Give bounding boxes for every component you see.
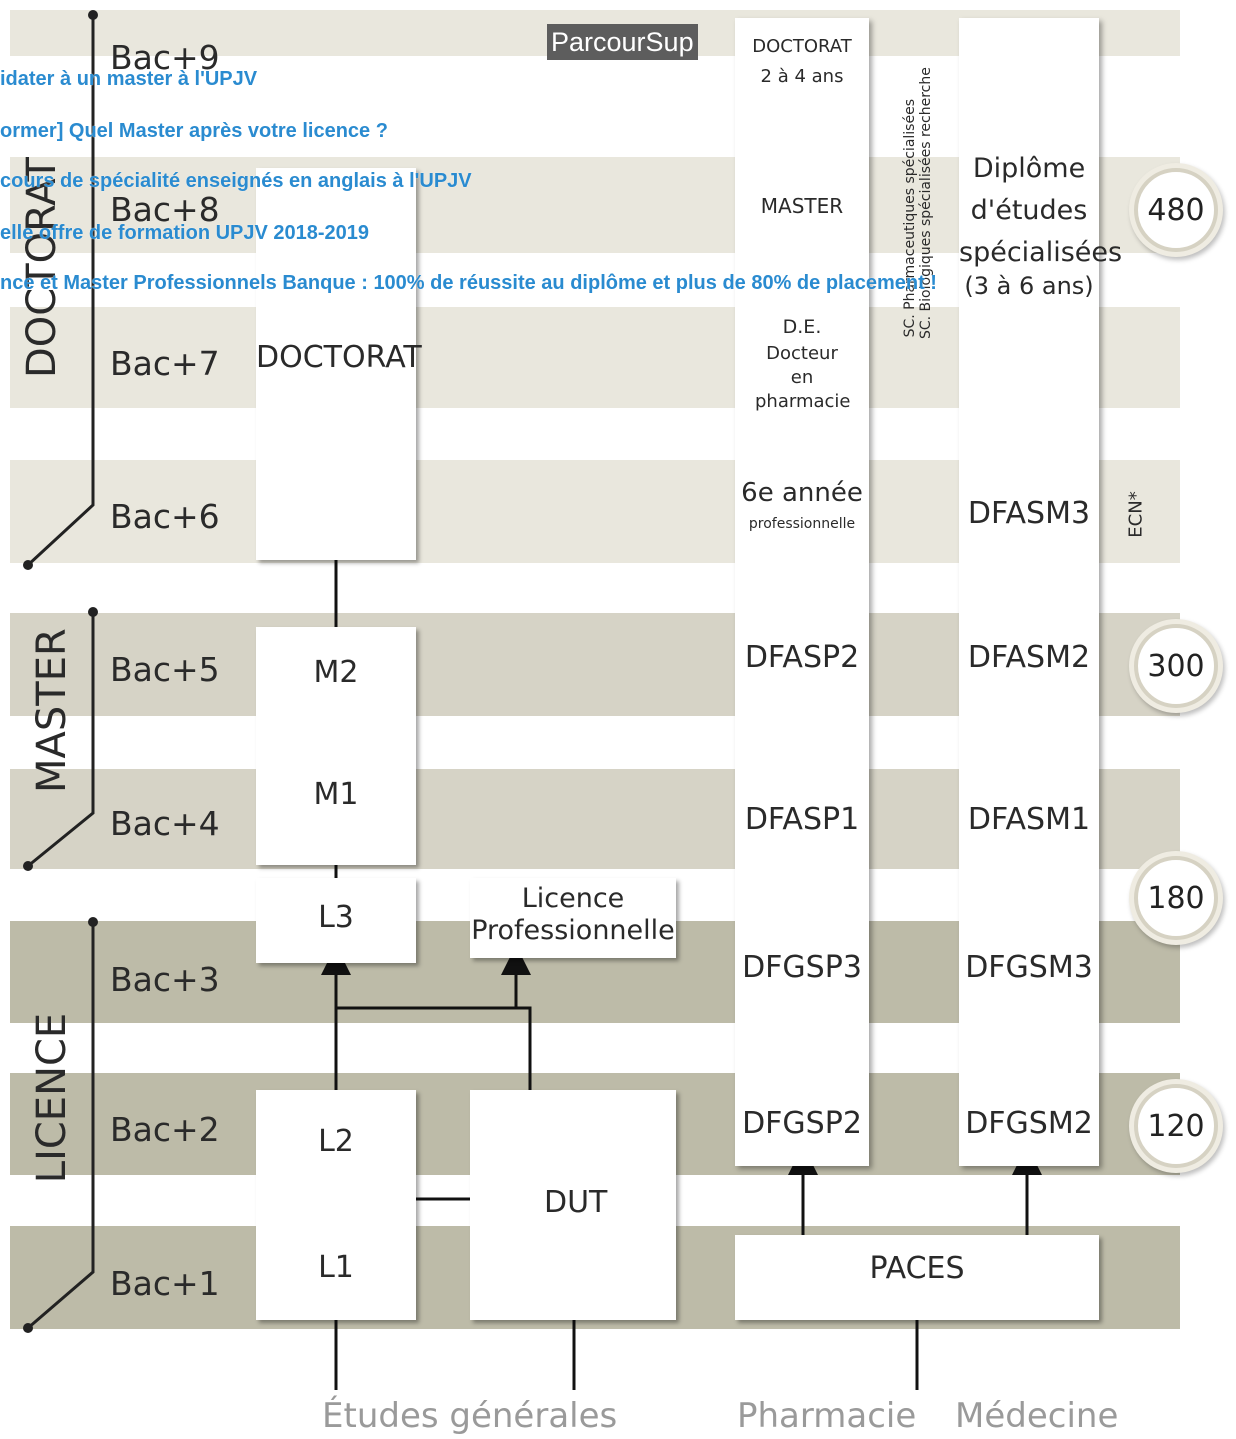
general-doctorat-label: DOCTORAT [256, 340, 422, 375]
announcement-link[interactable]: cours de spécialité enseignés en anglais… [0, 170, 472, 192]
pharma-doctorat-duration: 2 à 4 ans [760, 66, 844, 87]
des-label: Diplôme d'études spécialisées [959, 153, 1123, 268]
pharma-master-label: MASTER [760, 194, 844, 218]
pharma-side-1: SC. Pharmaceutiques spécialisées [902, 99, 918, 338]
l2-label: L2 [318, 1124, 354, 1159]
announcement-link[interactable]: elle offre de formation UPJV 2018-2019 [0, 222, 370, 244]
credits-480-badge: 480 [1134, 168, 1218, 252]
dfasm1-label: DFASM1 [967, 802, 1091, 837]
pharma-de-sub: Docteur en pharmacie [755, 343, 851, 412]
parcoursup-badge[interactable]: ParcourSup [547, 24, 698, 60]
medecine-column: Diplôme d'études spécialisées (3 à 6 ans… [959, 18, 1123, 1166]
general-doctorat-box: DOCTORAT [256, 168, 422, 560]
dfgsm2-label: DFGSM2 [965, 1106, 1093, 1141]
licence-bracket [27, 922, 95, 1330]
pharmacie-column: DOCTORAT 2 à 4 ans MASTER D.E. Docteur e… [735, 18, 869, 1166]
credits-120-badge: 120 [1134, 1084, 1218, 1168]
dfasp1-label: DFASP1 [744, 802, 860, 837]
level-bac5: Bac+5 [110, 650, 220, 689]
dfasm3-label: DFASM3 [967, 496, 1091, 531]
pharma-side-2: SC. Biologiques spécialisées recherche [918, 67, 934, 339]
credits-300-badge: 300 [1134, 624, 1218, 708]
paces-box: PACES [735, 1235, 1099, 1320]
l1-l2-box: L2 L1 [256, 1090, 416, 1320]
m2-label: M2 [313, 655, 359, 690]
ecn-label: ECN* [1125, 491, 1147, 538]
pharma-sixth-year-sub: professionnelle [748, 516, 856, 532]
dut-label: DUT [544, 1185, 608, 1220]
level-bac7: Bac+7 [110, 344, 220, 383]
paces-label: PACES [869, 1251, 965, 1286]
doctorat-bracket [26, 15, 95, 567]
dfgsp2-label: DFGSP2 [742, 1106, 862, 1141]
level-bac6: Bac+6 [110, 497, 220, 536]
m1-label: M1 [313, 777, 359, 812]
dut-box [470, 1090, 676, 1320]
level-bac1: Bac+1 [110, 1264, 220, 1303]
credits-180-badge: 180 [1134, 856, 1218, 940]
l1-label: L1 [318, 1250, 354, 1285]
dfgsp3-label: DFGSP3 [742, 950, 862, 985]
announcement-link[interactable]: ormer] Quel Master après votre licence ? [0, 120, 388, 142]
origin-general: Études générales [322, 1396, 618, 1436]
licence-pro-label: Licence Professionnelle [471, 883, 675, 946]
pharma-de-label: D.E. [782, 316, 822, 338]
level-bac8: Bac+8 [110, 190, 220, 229]
level-bac3: Bac+3 [110, 960, 220, 999]
cycle-licence: LICENCE [29, 1012, 75, 1184]
l3-label: L3 [318, 900, 354, 935]
origin-medecine: Médecine [955, 1396, 1119, 1436]
dfgsm3-label: DFGSM3 [965, 950, 1093, 985]
des-duration: (3 à 6 ans) [964, 272, 1094, 300]
licence-pro-box: Licence Professionnelle [470, 878, 676, 958]
general-master-box: M2 M1 [256, 627, 416, 865]
master-bracket [27, 612, 95, 868]
pharma-doctorat-label: DOCTORAT [752, 36, 852, 57]
announcement-link[interactable]: nce et Master Professionnels Banque : 10… [0, 272, 937, 294]
pharma-sixth-year: 6e année [741, 478, 863, 508]
level-bac9: Bac+9 [110, 38, 220, 77]
l3-box: L3 [256, 878, 416, 963]
level-bac2: Bac+2 [110, 1110, 220, 1149]
cycle-master: MASTER [29, 628, 75, 793]
announcement-link[interactable]: idater à un master à l'UPJV [0, 68, 258, 90]
dfasp2-label: DFASP2 [744, 640, 860, 675]
level-bac4: Bac+4 [110, 804, 220, 843]
origin-pharmacie: Pharmacie [737, 1396, 917, 1436]
dfasm2-label: DFASM2 [967, 640, 1091, 675]
